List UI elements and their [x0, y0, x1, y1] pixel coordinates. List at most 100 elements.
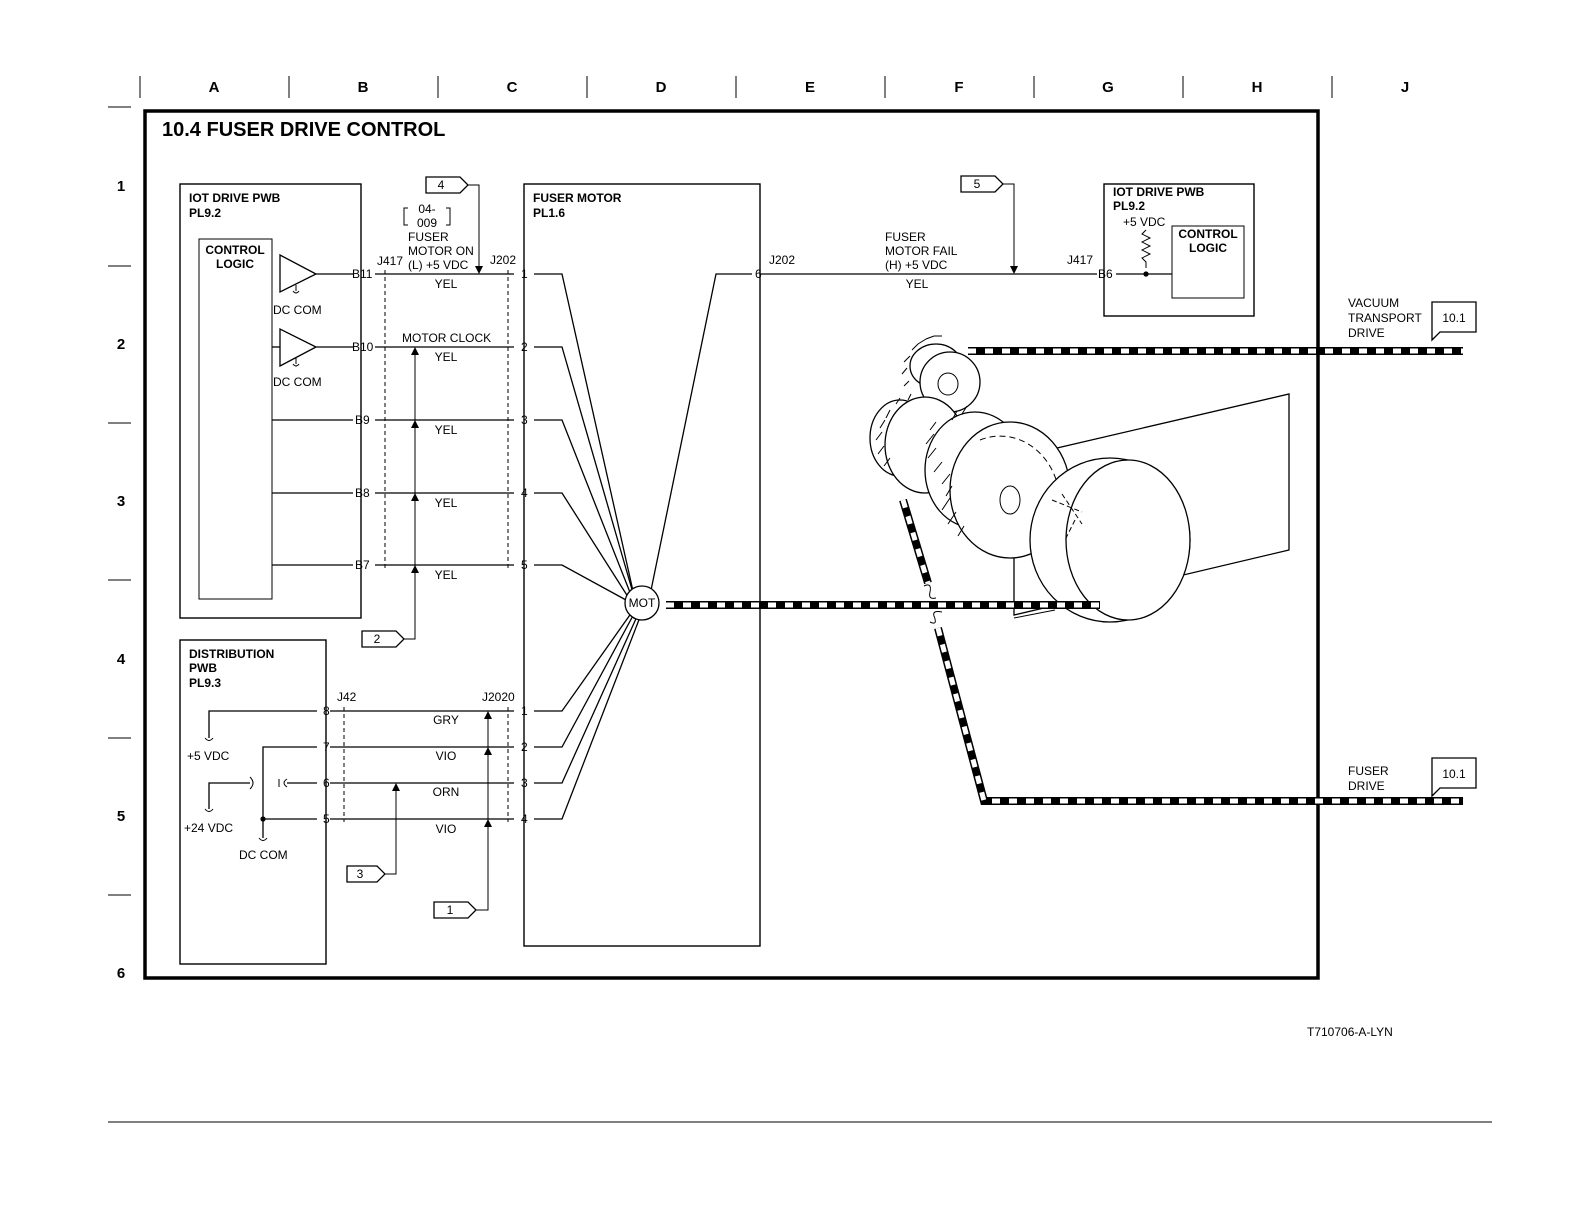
- drawing-id: T710706-A-LYN: [1307, 1025, 1393, 1039]
- motor-lower-pin-1: 1: [521, 704, 528, 718]
- bsd-ref-2: 009: [417, 216, 437, 230]
- motor-lower-pin-4: 4: [521, 812, 528, 826]
- column-label-f: F: [954, 79, 963, 96]
- iot-right-voltage: +5 VDC: [1123, 215, 1166, 229]
- flag-4-label: 4: [438, 178, 445, 192]
- pin-b10: B10: [352, 340, 374, 354]
- motor-pin-3: 3: [521, 413, 528, 427]
- wire-color-gry: GRY: [433, 713, 459, 727]
- wire-color-yel-6: YEL: [906, 277, 929, 291]
- connector-j202-upper: J202: [490, 253, 516, 267]
- fuser-motor: FUSER MOTOR PL1.6 1 2 3 4 5 6 MOT 1 2 3 …: [521, 183, 762, 947]
- connector-j2020: J2020: [482, 690, 515, 704]
- flag-1: [433, 901, 477, 919]
- fuser-drive-ref-tag: [1431, 757, 1477, 798]
- buffer-amp-icon: [279, 327, 318, 368]
- column-label-j: J: [1401, 79, 1409, 96]
- dc-com-label-1: DC COM: [273, 303, 322, 317]
- motor-symbol-icon: [624, 585, 660, 621]
- fuser-motor-drive-illustration: [666, 335, 1463, 805]
- vacuum-ref-tag: [1431, 301, 1477, 342]
- signal-fuser-motor-on-2: MOTOR ON: [408, 244, 474, 258]
- dc-com-label-2: DC COM: [273, 375, 322, 389]
- wire-color-yel-5: YEL: [435, 568, 458, 582]
- flag-2: [361, 630, 405, 648]
- iot-pwb-left-ref: PL9.2: [189, 206, 221, 220]
- fuser-motor-ref: PL1.6: [533, 206, 565, 220]
- fuser-drive-label-2: DRIVE: [1348, 779, 1385, 793]
- wire-color-vio-1: VIO: [436, 749, 457, 763]
- distribution-pwb: DISTRIBUTION PWB PL9.3 J42 8 7 6 5 +5 VD…: [179, 639, 357, 965]
- row-label-6: 6: [117, 965, 125, 982]
- lower-harness: GRY VIO ORN VIO J2020 3 1: [330, 690, 515, 919]
- motor-pin-4: 4: [521, 486, 528, 500]
- dist-pin-8: 8: [323, 704, 330, 718]
- v24-label: +24 VDC: [184, 821, 233, 835]
- wire-color-yel-2: YEL: [435, 350, 458, 364]
- iot-pwb-left-name: IOT DRIVE PWB: [189, 191, 281, 205]
- fuser-drive-label-1: FUSER: [1348, 764, 1389, 778]
- motor-pin-1: 1: [521, 267, 528, 281]
- vacuum-transport-reference: VACUUM TRANSPORT DRIVE 10.1: [1348, 296, 1477, 342]
- motor-lower-pin-3: 3: [521, 776, 528, 790]
- column-label-c: C: [507, 79, 518, 96]
- dist-pin-7: 7: [323, 740, 330, 754]
- dist-pwb-name-2: PWB: [189, 661, 217, 675]
- signal-motor-fail-1: FUSER: [885, 230, 926, 244]
- dist-dc-com-label: DC COM: [239, 848, 288, 862]
- column-label-b: B: [358, 79, 369, 96]
- connector-j202-right: J202: [769, 253, 795, 267]
- row-grid: 1 2 3 4 5 6: [108, 106, 131, 982]
- signal-motor-fail-3: (H) +5 VDC: [885, 258, 948, 272]
- connector-j42: J42: [337, 690, 357, 704]
- vacuum-ref: 10.1: [1442, 311, 1466, 325]
- row-label-2: 2: [117, 336, 125, 353]
- wire-color-yel-1: YEL: [435, 277, 458, 291]
- flag-5-label: 5: [974, 177, 981, 191]
- column-label-d: D: [656, 79, 667, 96]
- iot-drive-pwb-right: IOT DRIVE PWB PL9.2 +5 VDC CONTROL LOGIC…: [1098, 183, 1255, 317]
- row-label-4: 4: [117, 651, 126, 668]
- connector-j417-left: J417: [377, 254, 403, 268]
- flag-3-label: 3: [357, 867, 364, 881]
- row-label-1: 1: [117, 178, 125, 195]
- pin-b9: B9: [355, 413, 370, 427]
- row-label-5: 5: [117, 808, 125, 825]
- row-label-3: 3: [117, 493, 125, 510]
- wire-color-vio-2: VIO: [436, 822, 457, 836]
- upper-harness: YEL YEL YEL YEL YEL 04- 009 FUSER MOTOR …: [361, 176, 516, 648]
- pin-b11: B11: [352, 267, 373, 281]
- motor-pin-5: 5: [521, 558, 528, 572]
- signal-motor-fail-2: MOTOR FAIL: [885, 244, 958, 258]
- signal-motor-clock: MOTOR CLOCK: [402, 331, 491, 345]
- pin-b7: B7: [355, 558, 370, 572]
- signal-fuser-motor-on-3: (L) +5 VDC: [408, 258, 469, 272]
- control-logic-right-1: CONTROL: [1178, 227, 1237, 241]
- vacuum-label-2: TRANSPORT: [1348, 311, 1422, 325]
- dist-pin-5: 5: [323, 812, 330, 826]
- wire-color-yel-4: YEL: [435, 496, 458, 510]
- control-logic-right-2: LOGIC: [1189, 241, 1227, 255]
- bsd-ref-1: 04-: [418, 202, 435, 216]
- wire-color-yel-3: YEL: [435, 423, 458, 437]
- column-label-a: A: [209, 79, 220, 96]
- iot-pwb-right-name: IOT DRIVE PWB: [1113, 185, 1205, 199]
- dist-pwb-ref: PL9.3: [189, 676, 221, 690]
- signal-fuser-motor-on-1: FUSER: [408, 230, 449, 244]
- vacuum-label-3: DRIVE: [1348, 326, 1385, 340]
- motor-label: MOT: [629, 596, 656, 610]
- dist-pwb-name-1: DISTRIBUTION: [189, 647, 274, 661]
- pin-b8: B8: [355, 486, 370, 500]
- connector-j417-right: J417: [1067, 253, 1093, 267]
- control-logic-left-1: CONTROL: [205, 243, 264, 257]
- v5-label: +5 VDC: [187, 749, 230, 763]
- control-logic-left-2: LOGIC: [216, 257, 254, 271]
- flag-5: [960, 175, 1004, 193]
- column-grid: A B C D E F G H J: [139, 76, 1409, 98]
- iot-pwb-right-ref: PL9.2: [1113, 199, 1145, 213]
- motor-fail-line: J202 FUSER MOTOR FAIL (H) +5 VDC YEL J41…: [760, 175, 1097, 291]
- pin-b6: B6: [1098, 267, 1113, 281]
- buffer-amp-icon: [279, 253, 318, 294]
- iot-drive-pwb-left: IOT DRIVE PWB PL9.2 CONTROL LOGIC DC COM…: [179, 183, 403, 619]
